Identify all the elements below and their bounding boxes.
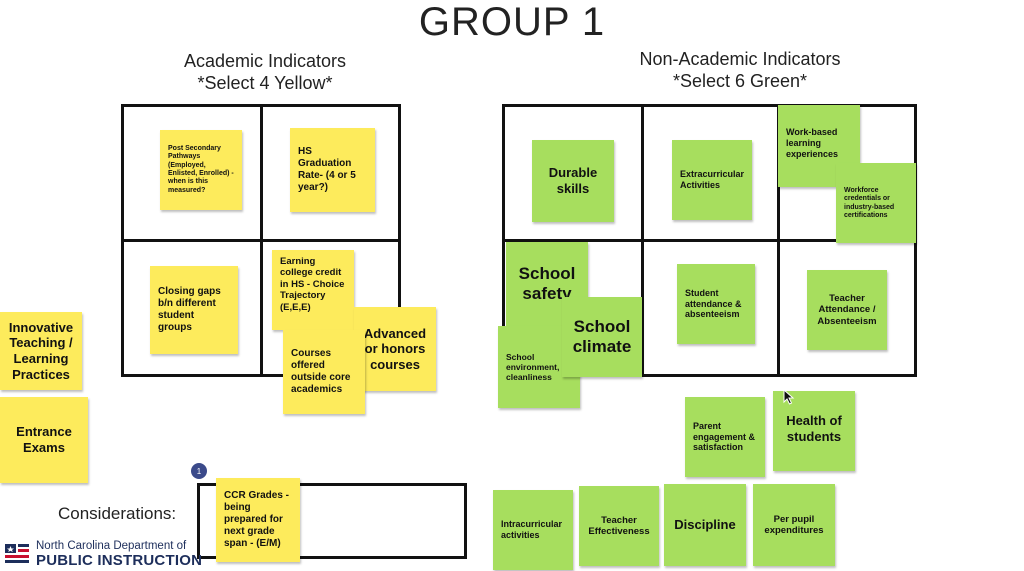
sticky-note-closing-gaps[interactable]: Closing gaps b/n different student group… <box>150 266 238 354</box>
sticky-note-courses-outside[interactable]: Courses offered outside core academics <box>283 330 365 414</box>
sticky-note-teacher-effectiveness[interactable]: Teacher Effectiveness <box>579 486 659 566</box>
non-academic-heading-line1: Non-Academic Indicators <box>639 49 841 69</box>
ncdpi-logo: North Carolina Department of PUBLIC INST… <box>4 540 204 570</box>
non-academic-heading-line2: *Select 6 Green* <box>672 71 808 91</box>
board-title: GROUP 1 <box>418 0 606 44</box>
sticky-note-discipline[interactable]: Discipline <box>664 484 746 566</box>
sticky-note-hs-graduation[interactable]: HS Graduation Rate- (4 or 5 year?) <box>290 128 375 212</box>
considerations-box <box>197 483 467 559</box>
mouse-cursor-icon <box>783 389 795 405</box>
sticky-note-post-secondary[interactable]: Post Secondary Pathways (Employed, Enlis… <box>160 130 242 210</box>
sticky-note-advanced-courses[interactable]: Advanced or honors courses <box>354 307 436 391</box>
logo-line2: PUBLIC INSTRUCTION <box>36 552 203 569</box>
logo-line1: North Carolina Department of <box>36 540 187 552</box>
academic-heading-line1: Academic Indicators <box>183 51 347 71</box>
sticky-note-school-climate[interactable]: School climate <box>562 297 642 377</box>
sticky-note-entrance-exams[interactable]: Entrance Exams <box>0 397 88 483</box>
sticky-note-ccr-grades[interactable]: CCR Grades - being prepared for next gra… <box>216 478 300 562</box>
sticky-note-innovative[interactable]: Innovative Teaching / Learning Practices <box>0 312 82 390</box>
sticky-note-workforce-credentials[interactable]: Workforce credentials or industry-based … <box>836 163 916 243</box>
comment-badge[interactable]: 1 <box>191 463 207 479</box>
sticky-note-parent-engagement[interactable]: Parent engagement & satisfaction <box>685 397 765 477</box>
academic-heading: Academic Indicators *Select 4 Yellow* <box>150 50 380 94</box>
sticky-note-earning-credit[interactable]: Earning college credit in HS - Choice Tr… <box>272 250 354 330</box>
considerations-label: Considerations: <box>58 504 177 523</box>
ncdpi-logo-icon <box>4 542 30 566</box>
sticky-note-durable-skills[interactable]: Durable skills <box>532 140 614 222</box>
sticky-note-student-attendance[interactable]: Student attendance & absenteeism <box>677 264 755 344</box>
sticky-note-extracurricular[interactable]: Extracurricular Activities <box>672 140 752 220</box>
sticky-note-intracurricular[interactable]: Intracurricular activities <box>493 490 573 570</box>
sticky-note-teacher-attendance[interactable]: Teacher Attendance / Absenteeism <box>807 270 887 350</box>
academic-heading-line2: *Select 4 Yellow* <box>197 73 333 93</box>
sticky-note-health-students[interactable]: Health of students <box>773 391 855 471</box>
non-academic-heading: Non-Academic Indicators *Select 6 Green* <box>610 48 870 92</box>
sticky-note-per-pupil[interactable]: Per pupil expenditures <box>753 484 835 566</box>
